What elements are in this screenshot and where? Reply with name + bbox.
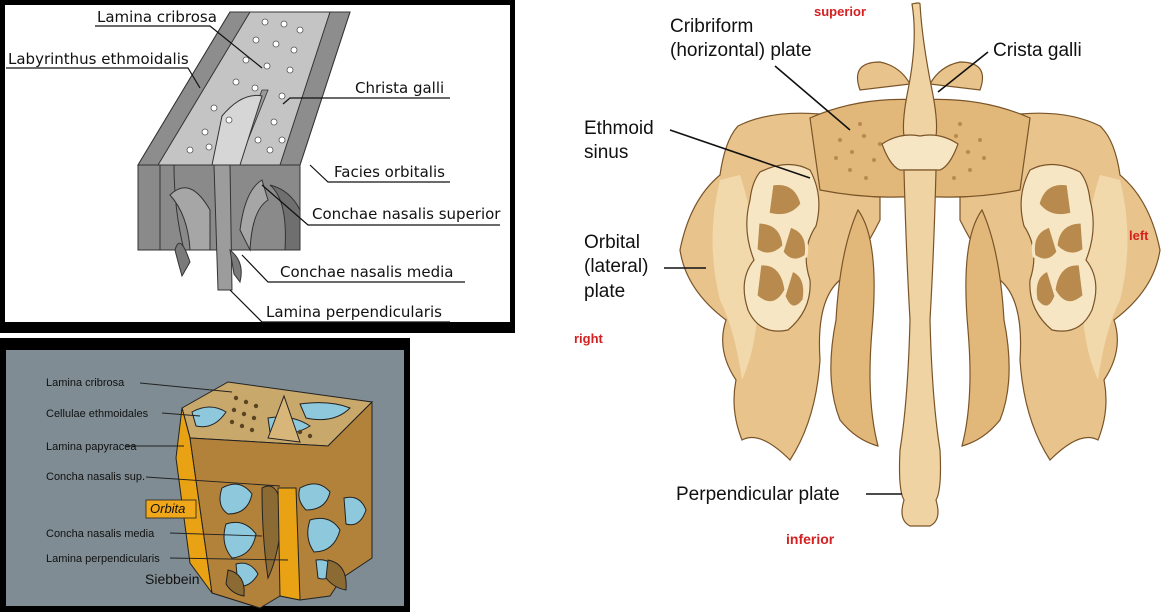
label-cribriform: Cribriform bbox=[670, 16, 753, 37]
label-lamina-perpendicularis: Lamina perpendicularis bbox=[266, 303, 442, 321]
label-concha-nasalis-media: Concha nasalis media bbox=[46, 528, 155, 540]
top-left-leader-lines bbox=[6, 25, 500, 323]
label-conchae-nasalis-media: Conchae nasalis media bbox=[280, 263, 453, 281]
panel-bottom-left-diagram: Lamina cribrosa Cellulae ethmoidales Lam… bbox=[0, 338, 410, 612]
label-siebbein: Siebbein bbox=[145, 571, 200, 587]
label-lamina-papyracea: Lamina papyracea bbox=[46, 441, 137, 453]
orientation-left: left bbox=[1129, 228, 1149, 243]
label-orbital-plate: plate bbox=[584, 281, 625, 302]
label-facies-orbitalis: Facies orbitalis bbox=[334, 163, 445, 181]
label-ethmoid: Ethmoid bbox=[584, 118, 654, 139]
label-cribriform-horizontal-plate: (horizontal) plate bbox=[670, 40, 812, 61]
label-ethmoid-sinus: sinus bbox=[584, 142, 628, 163]
label-lamina-perpendicularis: Lamina perpendicularis bbox=[46, 553, 160, 565]
label-orbital: Orbital bbox=[584, 232, 640, 253]
panel-top-left-diagram: Lamina cribrosa Labyrinthus ethmoidalis … bbox=[0, 0, 515, 333]
label-orbita: Orbita bbox=[150, 501, 185, 516]
right-leader-lines bbox=[664, 51, 989, 495]
orientation-superior: superior bbox=[814, 4, 866, 19]
label-crista-galli: Crista galli bbox=[993, 40, 1082, 61]
label-lamina-cribrosa: Lamina cribrosa bbox=[97, 8, 217, 26]
orientation-inferior: inferior bbox=[786, 531, 835, 547]
orientation-right: right bbox=[574, 331, 604, 346]
orbita-box bbox=[145, 499, 197, 519]
ethmoid-bone-illustration bbox=[679, 2, 1161, 527]
label-orbital-lateral: (lateral) bbox=[584, 256, 648, 277]
ethmoid-block-illustration bbox=[137, 11, 351, 291]
siebbein-block-illustration bbox=[175, 381, 374, 609]
label-labyrinthus-ethmoidalis: Labyrinthus ethmoidalis bbox=[8, 50, 189, 68]
label-conchae-nasalis-superior: Conchae nasalis superior bbox=[312, 205, 501, 223]
label-concha-nasalis-sup: Concha nasalis sup. bbox=[46, 471, 145, 483]
panel-right-diagram: Cribriform (horizontal) plate Crista gal… bbox=[520, 0, 1170, 612]
label-christa-galli: Christa galli bbox=[355, 79, 444, 97]
label-lamina-cribrosa: Lamina cribrosa bbox=[46, 377, 125, 389]
top-left-figure: Lamina cribrosa Labyrinthus ethmoidalis … bbox=[0, 0, 515, 333]
label-perpendicular-plate: Perpendicular plate bbox=[676, 484, 840, 505]
label-cellulae-ethmoidales: Cellulae ethmoidales bbox=[46, 408, 149, 420]
bottom-left-leader-lines bbox=[126, 382, 289, 561]
bottom-left-figure: Lamina cribrosa Cellulae ethmoidales Lam… bbox=[0, 338, 410, 612]
ethmoid-bone-figure: Cribriform (horizontal) plate Crista gal… bbox=[574, 2, 1161, 547]
